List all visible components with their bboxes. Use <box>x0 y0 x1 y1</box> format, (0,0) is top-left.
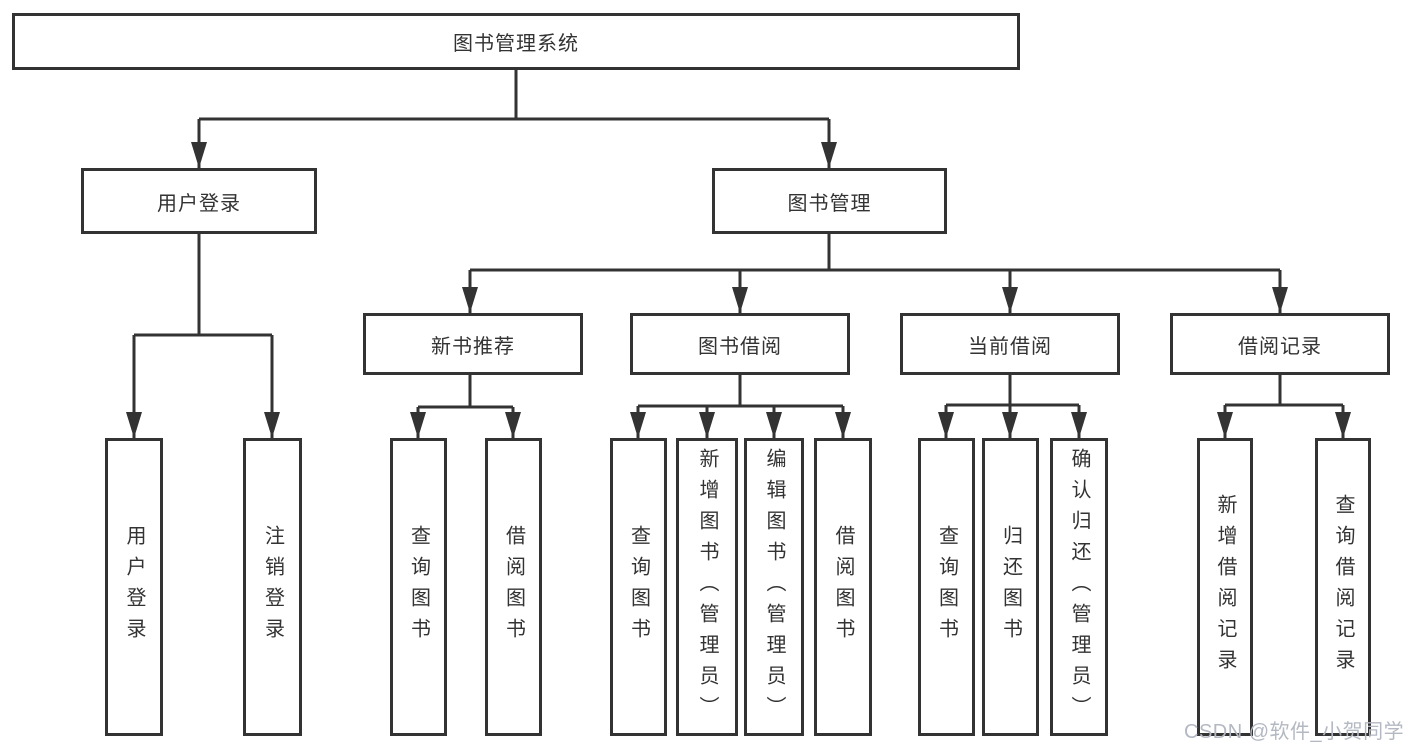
arrowhead <box>1071 412 1087 438</box>
leaf-query-book-borrow-label: 查询图书 <box>627 525 650 649</box>
node-current-borrowing-label: 当前借阅 <box>968 335 1052 358</box>
leaf-query-borrow-record: 查询借阅记录 <box>1315 438 1371 736</box>
arrowhead <box>1272 287 1288 313</box>
leaf-query-book-current-label: 查询图书 <box>935 525 958 649</box>
tree-edges <box>132 70 1345 438</box>
node-book-borrowing: 图书借阅 <box>630 313 850 375</box>
arrowhead <box>1002 287 1018 313</box>
node-book-management-label: 图书管理 <box>787 192 872 215</box>
leaf-query-book-current: 查询图书 <box>918 438 975 736</box>
leaf-user-login-label: 用户登录 <box>123 525 145 649</box>
node-root: 图书管理系统 <box>12 13 1020 70</box>
leaf-confirm-return-admin: 确认归还（管理员） <box>1050 438 1108 736</box>
leaf-add-book-admin-label: 新增图书（管理员） <box>696 447 718 727</box>
arrowhead <box>462 287 478 313</box>
leaf-edit-book-admin-label: 编辑图书（管理员） <box>763 447 785 727</box>
leaf-return-book: 归还图书 <box>982 438 1039 736</box>
node-borrowing-records: 借阅记录 <box>1170 313 1390 375</box>
leaf-borrow-book-recommend-label: 借阅图书 <box>502 525 525 649</box>
leaf-logout: 注销登录 <box>243 438 302 736</box>
leaf-query-book-borrow: 查询图书 <box>610 438 667 736</box>
node-book-borrowing-label: 图书借阅 <box>698 335 782 358</box>
leaf-query-borrow-record-label: 查询借阅记录 <box>1332 494 1354 680</box>
leaf-logout-label: 注销登录 <box>261 525 284 649</box>
arrowhead <box>1217 412 1233 438</box>
csdn-watermark: CSDN @软件_小贺同学 <box>1184 721 1405 743</box>
node-new-book-recommend-label: 新书推荐 <box>431 335 515 358</box>
arrowhead <box>835 412 851 438</box>
arrowhead <box>410 412 426 438</box>
arrowhead <box>938 412 954 438</box>
leaf-borrow-book-recommend: 借阅图书 <box>485 438 542 736</box>
leaf-edit-book-admin: 编辑图书（管理员） <box>744 438 804 736</box>
arrowhead <box>191 142 207 168</box>
node-new-book-recommend: 新书推荐 <box>363 313 583 375</box>
node-borrowing-records-label: 借阅记录 <box>1238 335 1322 358</box>
node-user-login-label: 用户登录 <box>157 192 241 215</box>
leaf-add-book-admin: 新增图书（管理员） <box>676 438 738 736</box>
arrowhead <box>821 142 837 168</box>
leaf-add-borrow-record-label: 新增借阅记录 <box>1214 494 1236 680</box>
leaf-user-login: 用户登录 <box>105 438 163 736</box>
arrowhead <box>766 412 782 438</box>
leaf-confirm-return-admin-label: 确认归还（管理员） <box>1068 447 1090 727</box>
arrowhead <box>126 412 142 438</box>
arrowhead <box>1002 412 1018 438</box>
arrowhead <box>699 412 715 438</box>
leaf-query-book-recommend-label: 查询图书 <box>407 525 430 649</box>
arrowheads <box>126 142 1351 438</box>
leaf-borrow-book: 借阅图书 <box>814 438 872 736</box>
node-user-login: 用户登录 <box>81 168 317 234</box>
leaf-add-borrow-record: 新增借阅记录 <box>1197 438 1253 736</box>
node-book-management: 图书管理 <box>712 168 947 234</box>
arrowhead <box>630 412 646 438</box>
leaf-return-book-label: 归还图书 <box>999 525 1022 649</box>
arrowhead <box>264 412 280 438</box>
node-current-borrowing: 当前借阅 <box>900 313 1120 375</box>
arrowhead <box>1335 412 1351 438</box>
arrowhead <box>505 412 521 438</box>
leaf-query-book-recommend: 查询图书 <box>390 438 447 736</box>
leaf-borrow-book-label: 借阅图书 <box>832 525 854 649</box>
node-root-label: 图书管理系统 <box>453 33 579 55</box>
arrowhead <box>732 287 748 313</box>
